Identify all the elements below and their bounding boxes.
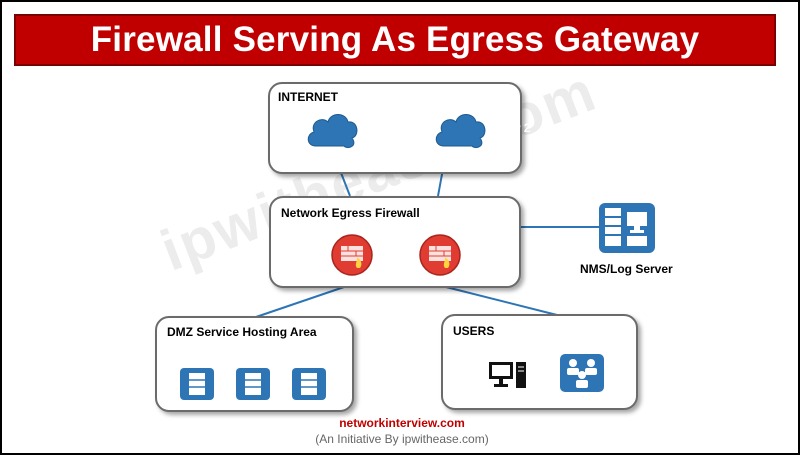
link-firewall-dmz bbox=[255, 285, 348, 318]
footer-note: (An Initiative By ipwithease.com) bbox=[315, 432, 489, 446]
server-icon bbox=[180, 368, 214, 400]
internet-label: INTERNET bbox=[278, 90, 338, 104]
server-icon bbox=[292, 368, 326, 400]
dmz-label: DMZ Service Hosting Area bbox=[167, 325, 317, 339]
isp2-cloud: ISP 2 bbox=[432, 106, 531, 152]
users-zone: USERS bbox=[441, 314, 638, 410]
cloud-icon bbox=[435, 114, 486, 149]
cloud-icon bbox=[307, 114, 358, 149]
footer-site: networkinterview.com bbox=[339, 416, 465, 430]
isp1-label: ISP 1 bbox=[373, 121, 403, 135]
users-label: USERS bbox=[453, 324, 495, 338]
server-icon bbox=[236, 368, 270, 400]
link-firewall-users bbox=[441, 285, 558, 316]
firewall-label: Network Egress Firewall bbox=[281, 206, 420, 220]
firewall-icon bbox=[419, 234, 461, 276]
firewall-icon bbox=[331, 234, 373, 276]
firewall-zone: Network Egress Firewall bbox=[269, 196, 521, 288]
page-title: Firewall Serving As Egress Gateway bbox=[90, 20, 700, 59]
isp2-label: ISP 2 bbox=[501, 121, 531, 135]
nms-label: NMS/Log Server bbox=[580, 262, 673, 276]
title-banner: Firewall Serving As Egress Gateway bbox=[14, 14, 776, 66]
isp1-cloud: ISP 1 bbox=[304, 106, 403, 152]
dmz-zone: DMZ Service Hosting Area bbox=[155, 316, 354, 412]
user-group-icon bbox=[560, 354, 604, 392]
nms-server-icon bbox=[599, 203, 655, 253]
workstation-icon bbox=[489, 362, 526, 388]
